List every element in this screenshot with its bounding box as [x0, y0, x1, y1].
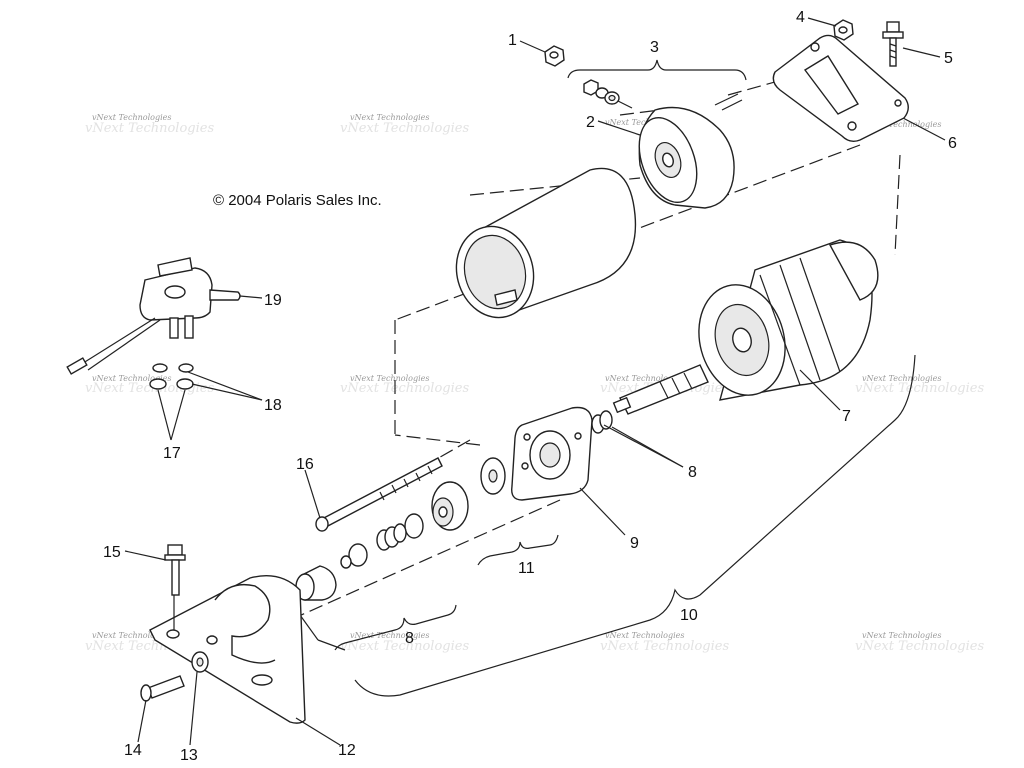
watermark: vNext Technologies: [862, 374, 941, 383]
watermark-bg: vNext Technologies: [855, 639, 984, 654]
callout-15: 15: [103, 544, 121, 561]
callout-4: 4: [796, 9, 805, 26]
callout-3: 3: [650, 39, 659, 56]
callout-labels: 1 2 3 4 5 6 7 8 8 9 10 11 12 13 14 15 16…: [103, 9, 957, 764]
part-9-drive-end-plate: [511, 406, 593, 501]
group-braces: [299, 59, 916, 697]
watermark: vNext Technologies: [350, 631, 429, 640]
callout-1: 1: [508, 32, 517, 49]
part-8-thrust-washers: [591, 410, 613, 434]
watermark: vNext Technologies: [605, 631, 684, 640]
part-motor-housing: [455, 167, 637, 319]
callout-18: 18: [264, 397, 282, 414]
callout-12: 12: [338, 742, 356, 759]
watermark: vNext Technologies: [350, 374, 429, 383]
callout-8-lower: 8: [405, 630, 414, 647]
part-5-bolt: [882, 21, 904, 67]
callout-5: 5: [944, 50, 953, 67]
callout-6: 6: [948, 135, 957, 152]
callout-11: 11: [518, 560, 535, 577]
callout-8: 8: [688, 464, 697, 481]
watermark: vNext Technologies: [862, 631, 941, 640]
watermark-layer: vNext Technologies vNext Technologies vN…: [85, 113, 984, 654]
watermark: vNext Technologies: [862, 120, 941, 129]
part-14-bolt: [140, 675, 185, 702]
part-4-nut: [833, 19, 854, 41]
callout-7: 7: [842, 408, 851, 425]
watermark: vNext Technologies: [350, 113, 429, 122]
brace-10: [354, 354, 916, 697]
watermark: vNext Technologies: [92, 113, 171, 122]
watermark-bg: vNext Technologies: [85, 121, 214, 136]
brace-8-lower: [334, 604, 457, 651]
part-1-nut: [544, 45, 565, 67]
callout-14: 14: [124, 742, 142, 759]
part-2-end-housing: [638, 93, 743, 209]
watermark: vNext Technologies: [92, 631, 171, 640]
callout-10: 10: [680, 607, 698, 624]
part-bushing: [295, 565, 337, 601]
part-13-washer: [191, 651, 209, 673]
watermark-bg: vNext Technologies: [600, 639, 729, 654]
part-19-solenoid: [66, 257, 241, 375]
part-17-18-washers: [149, 363, 194, 390]
callout-13: 13: [180, 747, 198, 764]
callout-2: 2: [586, 114, 595, 131]
part-11-drive-assembly: [340, 457, 506, 569]
callout-16: 16: [296, 456, 314, 473]
part-15-bolt: [164, 544, 186, 596]
callout-19: 19: [264, 292, 282, 309]
watermark-bg: vNext Technologies: [340, 381, 469, 396]
watermark-bg: vNext Technologies: [340, 639, 469, 654]
callout-17: 17: [163, 445, 181, 462]
watermark: vNext Technologies: [605, 374, 684, 383]
watermark: vNext Technologies: [605, 118, 684, 127]
watermark-bg: vNext Technologies: [340, 121, 469, 136]
leader-lines: [124, 17, 946, 746]
brace-3: [567, 59, 747, 81]
part-7-armature: [612, 239, 879, 415]
part-16-through-bolt: [315, 457, 443, 532]
callout-9: 9: [630, 535, 639, 552]
part-6-mounting-bracket: [772, 34, 909, 143]
watermark-bg: vNext Technologies: [855, 381, 984, 396]
part-12-starter-bracket: [149, 575, 306, 724]
brace-11: [477, 534, 559, 566]
copyright-text: © 2004 Polaris Sales Inc.: [213, 192, 382, 209]
part-3-fastener-stack: [583, 79, 633, 109]
watermark: vNext Technologies: [92, 374, 171, 383]
